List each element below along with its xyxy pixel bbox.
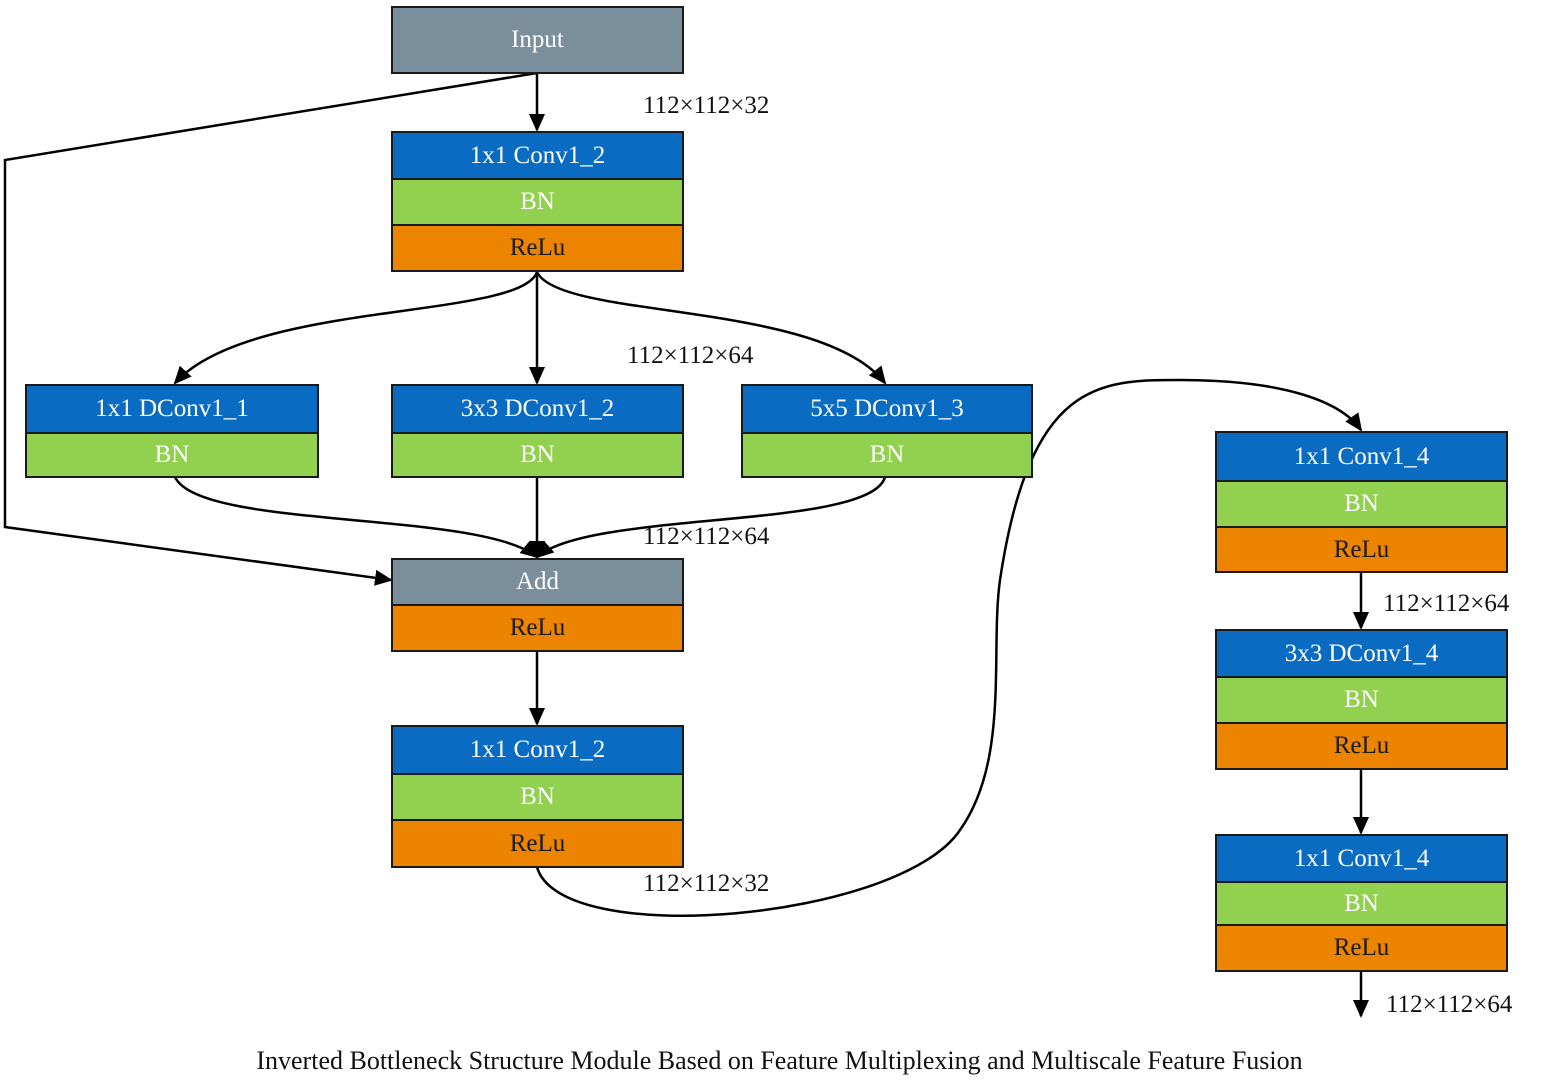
arrow-conv2-to-conv4a [535, 378, 1363, 917]
bn-layer: BN [1215, 881, 1508, 926]
conv4b-block: 1x1 Conv1_4 BN ReLu [1215, 834, 1508, 972]
relu-layer: ReLu [1215, 924, 1508, 972]
bn-layer: BN [391, 178, 684, 226]
bn-layer: BN [391, 432, 684, 478]
relu-layer: ReLu [1215, 722, 1508, 770]
conv-layer: 1x1 Conv1_4 [1215, 834, 1508, 883]
input-block: Input [391, 6, 684, 74]
conv1-block: 1x1 Conv1_2 BN ReLu [391, 131, 684, 272]
bn-layer: BN [391, 773, 684, 821]
relu-layer: ReLu [391, 224, 684, 272]
conv2-block: 1x1 Conv1_2 BN ReLu [391, 725, 684, 868]
bn-layer: BN [741, 432, 1033, 478]
dim-label-after-project: 112×112×32 [643, 870, 770, 897]
dconv-layer: 1x1 DConv1_1 [25, 384, 319, 434]
dconv-layer: 3x3 DConv1_2 [391, 384, 684, 434]
input-label: Input [391, 6, 684, 74]
dim-label-after-branches: 112×112×64 [643, 523, 770, 550]
dconv-layer: 3x3 DConv1_4 [1215, 629, 1508, 678]
relu-layer: ReLu [391, 819, 684, 868]
arrow-dconv3-to-add [535, 476, 887, 559]
bn-layer: BN [1215, 676, 1508, 724]
dim-label-right-mid: 112×112×64 [1383, 590, 1510, 617]
arrow-dconv1-to-add [173, 476, 539, 559]
dim-label-after-input: 112×112×32 [643, 92, 770, 119]
add-block: Add ReLu [391, 558, 684, 652]
dconv2-block: 3x3 DConv1_2 BN [391, 384, 684, 478]
conv-layer: 1x1 Conv1_2 [391, 725, 684, 775]
dconv3-block: 5x5 DConv1_3 BN [741, 384, 1033, 478]
figure-caption: Inverted Bottleneck Structure Module Bas… [256, 1046, 1303, 1075]
relu-layer: ReLu [1215, 526, 1508, 573]
bn-layer: BN [25, 432, 319, 478]
relu-layer: ReLu [391, 604, 684, 652]
conv4a-block: 1x1 Conv1_4 BN ReLu [1215, 431, 1508, 573]
bn-layer: BN [1215, 480, 1508, 528]
skip-connection-line [3, 71, 538, 586]
conv-layer: 1x1 Conv1_2 [391, 131, 684, 180]
arrow-conv1-to-dconv3 [535, 271, 887, 385]
conv-layer: 1x1 Conv1_4 [1215, 431, 1508, 482]
arrow-conv1-to-dconv1 [173, 271, 539, 385]
add-layer: Add [391, 558, 684, 606]
dconv4-block: 3x3 DConv1_4 BN ReLu [1215, 629, 1508, 770]
dconv-layer: 5x5 DConv1_3 [741, 384, 1033, 434]
dim-label-after-expand: 112×112×64 [627, 342, 754, 369]
dim-label-output: 112×112×64 [1386, 991, 1513, 1018]
dconv1-block: 1x1 DConv1_1 BN [25, 384, 319, 478]
